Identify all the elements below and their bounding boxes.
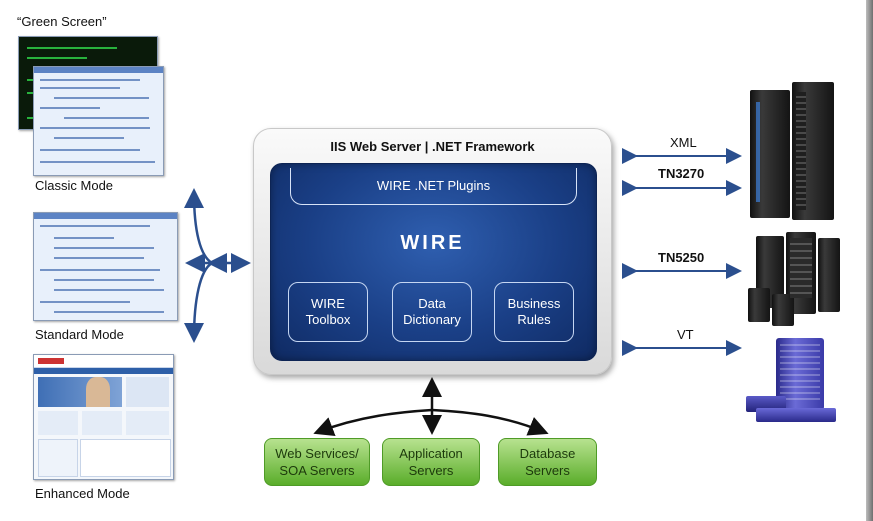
enhanced-mode-label: Enhanced Mode [35,486,130,501]
box-line2: Servers [525,463,570,478]
vt-server-cluster-image [746,338,842,424]
enhanced-mode-screenshot [33,354,174,480]
classic-mode-label: Classic Mode [35,178,114,193]
module-line2: Rules [517,312,551,327]
protocol-vt-label: VT [677,327,694,342]
green-screen-label: “Green Screen” [17,14,107,29]
box-line1: Database [519,446,576,461]
protocol-tn5250-label: TN5250 [658,250,705,265]
wire-product-name: WIRE [400,232,465,254]
module-line1: Business [507,296,561,311]
wire-plugins-panel: WIRE .NET Plugins [290,168,577,205]
module-line1: Data [418,296,446,311]
protocol-xml-label: XML [670,135,697,150]
box-line1: Web Services/ [275,446,359,461]
box-line2: SOA Servers [279,463,355,478]
page-edge-shadow [866,0,873,521]
wire-core-box [270,163,597,361]
midrange-server-image [746,232,842,328]
web-services-box: Web Services/SOA Servers [264,438,370,486]
box-line2: Servers [408,463,454,478]
classic-mode-screenshot [33,66,164,176]
module-line2: Dictionary [403,312,461,327]
standard-mode-label: Standard Mode [35,327,124,342]
module-line2: Toolbox [305,312,351,327]
server-title: IIS Web Server | .NET Framework [330,139,535,154]
standard-mode-screenshot [33,212,178,321]
mainframe-server-image [750,82,836,222]
module-line1: WIRE [311,296,345,311]
box-line1: Application [399,446,463,461]
protocol-tn3270-label: TN3270 [658,166,705,181]
